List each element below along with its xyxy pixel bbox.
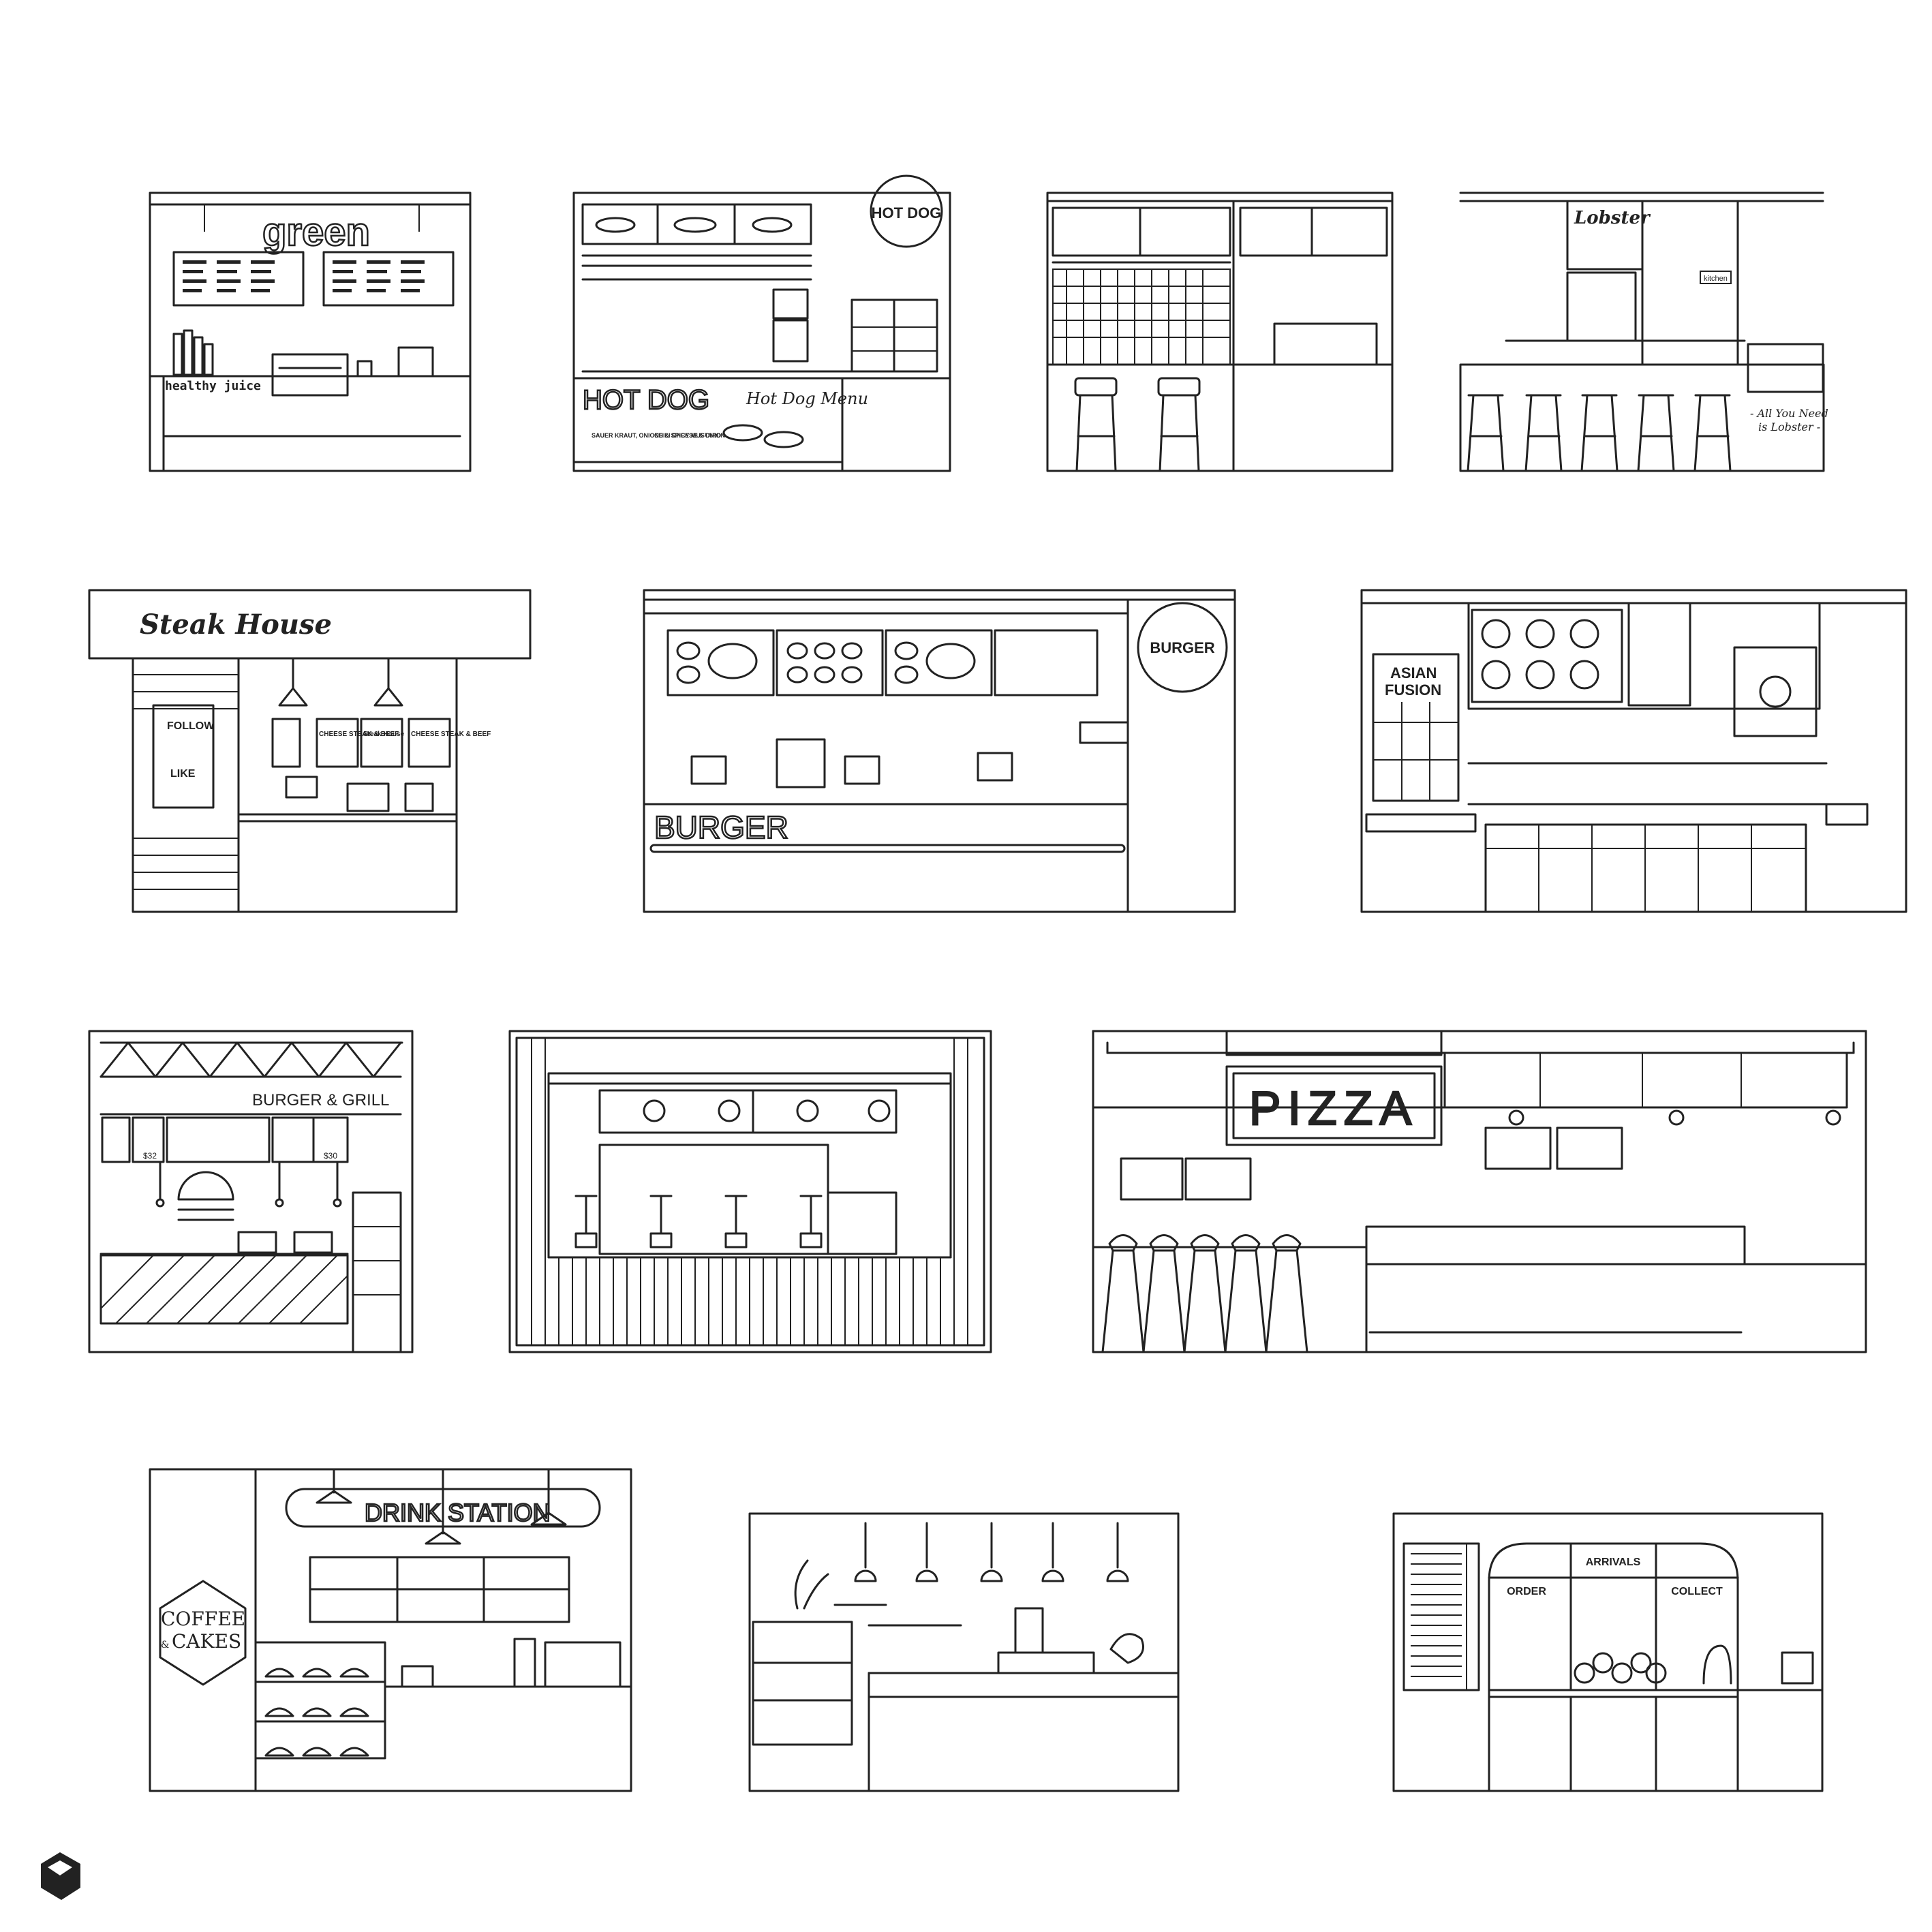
burger-badge: BURGER xyxy=(1150,639,1214,656)
steak-board-2: Steak House xyxy=(363,731,404,738)
grill-sign: BURGER & GRILL xyxy=(252,1091,389,1109)
steak-poster-like: LIKE xyxy=(170,768,196,780)
burger-sign: BURGER xyxy=(654,810,788,845)
kiosk-hot-dog: HOT DOG HOT DOG Hot Dog Menu SAUER KRAUT… xyxy=(572,174,951,472)
kiosk-tiled-bar xyxy=(1046,191,1394,472)
cup-stack xyxy=(172,329,214,376)
green-sign: green xyxy=(262,210,370,254)
steak-house-sign: Steak House xyxy=(140,609,332,641)
collect-label: COLLECT xyxy=(1671,1586,1723,1597)
bar-stool xyxy=(1157,377,1201,472)
kitchen-label: kitchen xyxy=(1704,275,1728,283)
steak-poster-follow: FOLLOW xyxy=(167,720,215,732)
grill-price-2: $30 xyxy=(324,1151,337,1161)
kiosk-burger: BURGER BURGER xyxy=(643,589,1236,913)
arrivals-label: ARRIVALS xyxy=(1586,1557,1641,1568)
kiosk-lobster: Lobster kitchen - All You Need is Lobste… xyxy=(1459,191,1828,472)
lobster-slogan-1: - All You Need xyxy=(1750,407,1828,420)
lobster-slogan-2: is Lobster - xyxy=(1758,420,1820,433)
hot-dog-item-2: CHILI CHEESE & ONION xyxy=(654,432,725,439)
brand-logo-icon xyxy=(41,1852,80,1900)
kiosk-burger-grill: BURGER & GRILL $32 $30 xyxy=(88,1030,414,1353)
order-label: ORDER xyxy=(1507,1586,1546,1597)
kiosk-green-juice: green healthy juice xyxy=(149,191,472,472)
kiosk-steak-house: Steak House FOLLOW LIKE CHEESE STEAK & B… xyxy=(88,589,532,913)
hot-dog-menu-title: Hot Dog Menu xyxy=(746,389,868,408)
coffee-logo-amp: & xyxy=(161,1640,169,1651)
coffee-logo-1: COFFEE xyxy=(161,1608,245,1630)
kiosk-arrivals: ARRIVALS ORDER COLLECT xyxy=(1392,1512,1824,1792)
kiosk-pizza: PIZZA xyxy=(1092,1030,1867,1353)
coffee-logo-2: CAKES xyxy=(172,1630,241,1653)
pizza-stools xyxy=(1101,1234,1308,1353)
healthy-juice-label: healthy juice xyxy=(165,379,261,393)
bar-stools xyxy=(1467,394,1732,472)
burger-menu-boards xyxy=(666,629,1099,696)
lobster-sign: Lobster xyxy=(1574,208,1651,228)
kiosk-coffee-cakes: DRINK STATION COFFEE & CAKES xyxy=(149,1468,632,1792)
steak-board-1: CHEESE STEAK & BEEF xyxy=(319,731,399,738)
grill-price-1: $32 xyxy=(143,1151,157,1161)
hot-dog-sign: HOT DOG xyxy=(583,385,709,415)
hot-dog-item-1: SAUER KRAUT, ONIONS & SPICY MUSTARD xyxy=(592,432,722,439)
asian-sign-1: ASIAN xyxy=(1390,664,1437,681)
kiosk-asian-fusion: ASIAN FUSION xyxy=(1360,589,1907,913)
kiosk-pendant-cafe xyxy=(748,1512,1180,1792)
asian-sign-2: FUSION xyxy=(1385,681,1441,699)
menu-board xyxy=(172,251,455,307)
steak-board-3: CHEESE STEAK & BEEF xyxy=(411,731,491,738)
bar-stool xyxy=(1074,377,1118,472)
kiosk-striped-diner xyxy=(508,1030,992,1353)
drink-station-sign: DRINK STATION xyxy=(365,1499,551,1527)
hot-dog-badge: HOT DOG xyxy=(872,204,942,221)
